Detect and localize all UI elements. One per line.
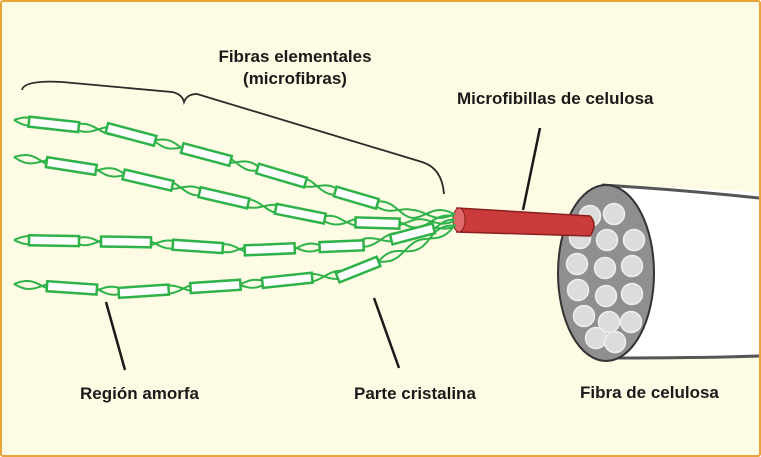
crystalline-segment bbox=[256, 164, 307, 188]
crystalline-segment bbox=[181, 143, 232, 166]
microfibril-circle bbox=[568, 280, 589, 301]
label-fibras-line2: (microfibras) bbox=[195, 68, 395, 90]
crystalline-segment bbox=[118, 285, 169, 298]
amorphous-twist bbox=[14, 226, 456, 253]
crystalline-segment bbox=[262, 273, 313, 288]
crystalline-segment bbox=[106, 123, 157, 146]
cellulose-fiber bbox=[558, 184, 759, 361]
microfibril-circle bbox=[624, 230, 645, 251]
microfibril-circle bbox=[586, 328, 607, 349]
label-region-amorfa: Región amorfa bbox=[80, 383, 199, 405]
label-parte-cristalina: Parte cristalina bbox=[354, 383, 476, 405]
fibrils-brace bbox=[22, 82, 444, 194]
microfibril-circle bbox=[604, 204, 625, 225]
crystalline-segment bbox=[123, 170, 174, 191]
crystalline-segment bbox=[355, 217, 399, 228]
microfibril-circle bbox=[595, 258, 616, 279]
crystalline-segment bbox=[47, 281, 98, 294]
elementary-fibrils bbox=[14, 117, 456, 298]
crystalline-segment bbox=[101, 236, 151, 247]
microfibril-circle bbox=[597, 230, 618, 251]
crystalline-segment bbox=[46, 157, 97, 175]
crystalline-segment bbox=[173, 240, 224, 253]
crystalline-segment bbox=[245, 243, 295, 255]
microfibril-circle bbox=[605, 332, 626, 353]
label-fibras-line1: Fibras elementales bbox=[195, 46, 395, 68]
label-fibras-elementales: Fibras elementales (microfibras) bbox=[195, 46, 395, 90]
microfibril-circle bbox=[622, 284, 643, 305]
pointer-parte-cristalina bbox=[374, 298, 399, 368]
crystalline-segment bbox=[319, 240, 363, 252]
crystalline-segment bbox=[336, 257, 381, 283]
pointer-region-amorfa bbox=[106, 302, 125, 370]
microfibril-circle bbox=[596, 286, 617, 307]
crystalline-segment bbox=[29, 235, 79, 246]
microfibril-circle bbox=[621, 312, 642, 333]
label-fibra-celulosa: Fibra de celulosa bbox=[580, 382, 719, 404]
crystalline-segment bbox=[198, 187, 249, 208]
crystalline-segment bbox=[275, 204, 326, 224]
crystalline-segment bbox=[334, 187, 379, 209]
label-microfibrillas: Microfibillas de celulosa bbox=[457, 88, 654, 110]
crystalline-segment bbox=[28, 117, 79, 132]
crystalline-segment bbox=[190, 280, 241, 293]
fibril-strand bbox=[14, 155, 454, 229]
pointer-microfibrillas bbox=[523, 128, 540, 210]
microfibril-circle bbox=[574, 306, 595, 327]
microfibril-circle bbox=[567, 254, 588, 275]
microfibril-circle bbox=[622, 256, 643, 277]
